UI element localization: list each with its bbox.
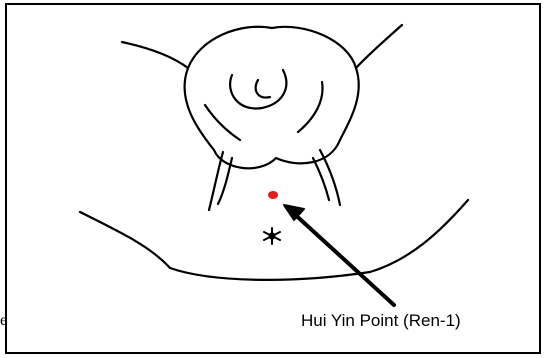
left-crease-1 [209,152,223,210]
pointer-arrow-shaft [290,210,394,305]
anus-mark [264,228,280,244]
hui-yin-point-label: Hui Yin Point (Ren-1) [301,311,461,331]
buttocks-outline [80,200,468,280]
genital-inner-fold [230,70,286,109]
hui-yin-point-marker [268,191,278,199]
left-thigh-outline [122,42,188,68]
genital-inner-curl [256,80,270,98]
genital-fold-right [298,82,323,132]
right-thigh-outline [356,25,402,68]
right-crease-1 [320,150,340,205]
genital-fold-left [205,105,240,140]
genital-outline [185,27,359,169]
